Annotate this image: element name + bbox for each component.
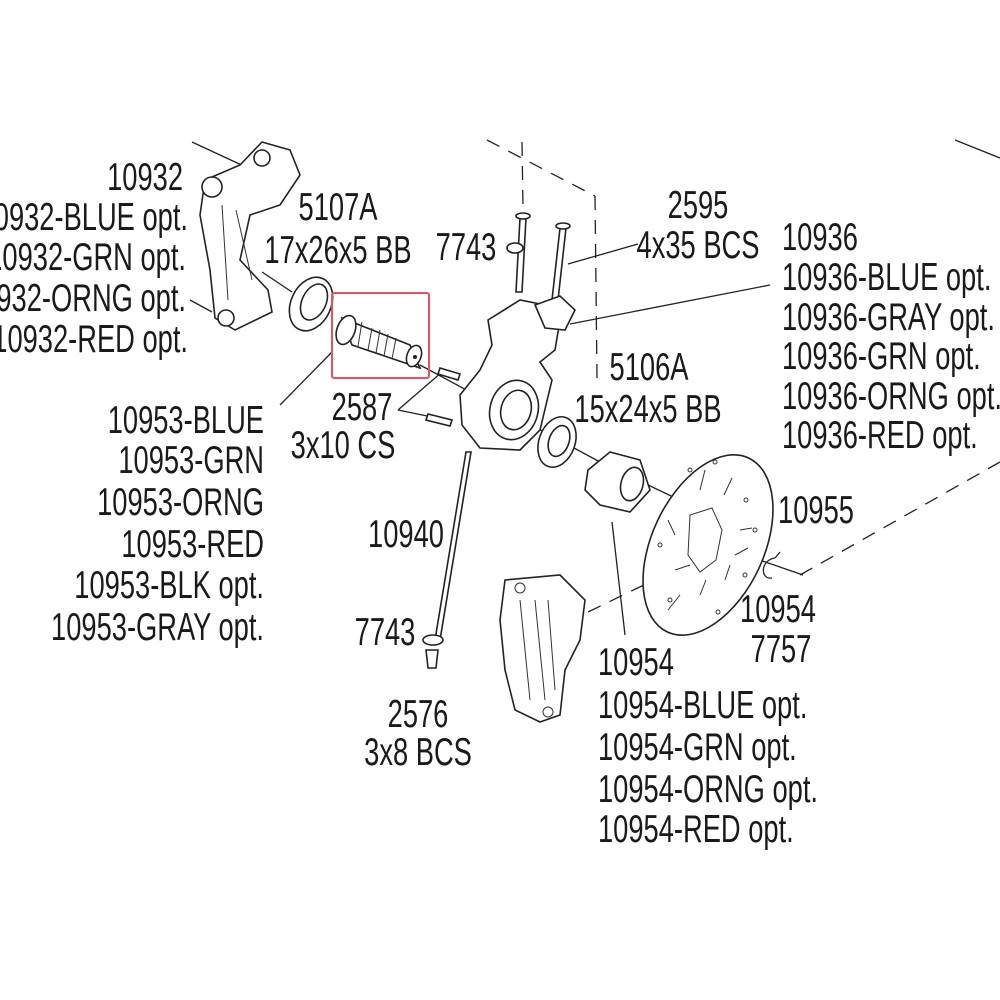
callout-screw-2587-part: 2587	[332, 386, 393, 429]
callout-caliper-red: 10954-RED opt.	[598, 808, 794, 851]
rotor-hub	[584, 451, 651, 513]
brake-rotor	[642, 454, 774, 636]
callout-pin-10940: 10940	[368, 513, 444, 556]
screws-2587	[424, 367, 462, 427]
callout-screw-2576-part: 2576	[388, 693, 449, 736]
callout-knuckle-grn: 10936-GRN opt.	[782, 335, 981, 378]
callout-clip-part: 10954	[740, 588, 816, 631]
callout-bracket-red: 10932-RED opt.	[0, 318, 188, 361]
steering-bracket	[199, 141, 301, 331]
callout-bearing-inner-size: 15x24x5 BB	[574, 388, 721, 431]
callout-bracket-part: 10932	[107, 156, 183, 199]
callout-bearing-outer-size: 17x26x5 BB	[264, 229, 411, 272]
highlight-box	[331, 292, 430, 379]
bearing-15x24x5	[537, 416, 577, 468]
callout-axle-blk: 10953-BLK opt.	[74, 564, 264, 607]
washer-7743-bottom	[422, 634, 444, 646]
callout-knuckle-part: 10936	[782, 216, 858, 259]
callout-axle-orng: 10953-ORNG	[97, 481, 264, 524]
callout-clip-ref: 7757	[751, 628, 812, 671]
callout-axle-grn: 10953-GRN	[118, 439, 264, 482]
stub-axle	[335, 314, 423, 370]
screw-2576	[425, 649, 439, 669]
callout-rotor: 10955	[778, 489, 854, 532]
callout-axle-blue: 10953-BLUE	[108, 399, 264, 442]
callout-washer-top: 7743	[436, 226, 497, 269]
callouts: 10932 10932-BLUE opt. 10932-GRN opt. 109…	[0, 156, 1000, 851]
callout-caliper-grn: 10954-GRN opt.	[598, 726, 797, 769]
callout-knuckle-orng: 10936-ORNG opt.	[782, 375, 1000, 418]
callout-knuckle-gray: 10936-GRAY opt.	[782, 296, 995, 339]
retaining-clip	[762, 551, 781, 579]
callout-bearing-outer-part: 5107A	[299, 186, 378, 229]
steering-knuckle	[459, 295, 576, 451]
callout-bracket-orng: 10932-ORNG opt.	[0, 277, 186, 320]
brake-caliper	[499, 574, 586, 723]
callout-axle-gray: 10953-GRAY opt.	[51, 606, 264, 649]
callout-bracket-blue: 10932-BLUE opt.	[0, 196, 188, 239]
callout-screw-2576-size: 3x8 BCS	[364, 731, 472, 774]
bolts-2595	[506, 212, 571, 301]
callout-knuckle-blue: 10936-BLUE opt.	[782, 256, 991, 299]
leader-lines	[189, 141, 804, 636]
callout-axle-red: 10953-RED	[121, 523, 264, 566]
callout-bolt-2595-size: 4x35 BCS	[637, 224, 760, 267]
bearing-17x26x5	[288, 276, 334, 332]
callout-knuckle-red: 10936-RED opt.	[782, 414, 978, 457]
callout-bearing-inner-part: 5106A	[610, 346, 689, 389]
callout-bracket-grn: 10932-GRN opt.	[0, 236, 186, 279]
washer-7743-top	[506, 242, 524, 254]
callout-screw-2587-size: 3x10 CS	[291, 424, 396, 467]
callout-caliper-blue: 10954-BLUE opt.	[598, 684, 807, 727]
callout-caliper-orng: 10954-ORNG opt.	[598, 768, 818, 811]
callout-washer-bottom: 7743	[355, 611, 416, 654]
callout-bolt-2595-part: 2595	[668, 184, 729, 227]
callout-caliper-part: 10954	[598, 641, 674, 684]
